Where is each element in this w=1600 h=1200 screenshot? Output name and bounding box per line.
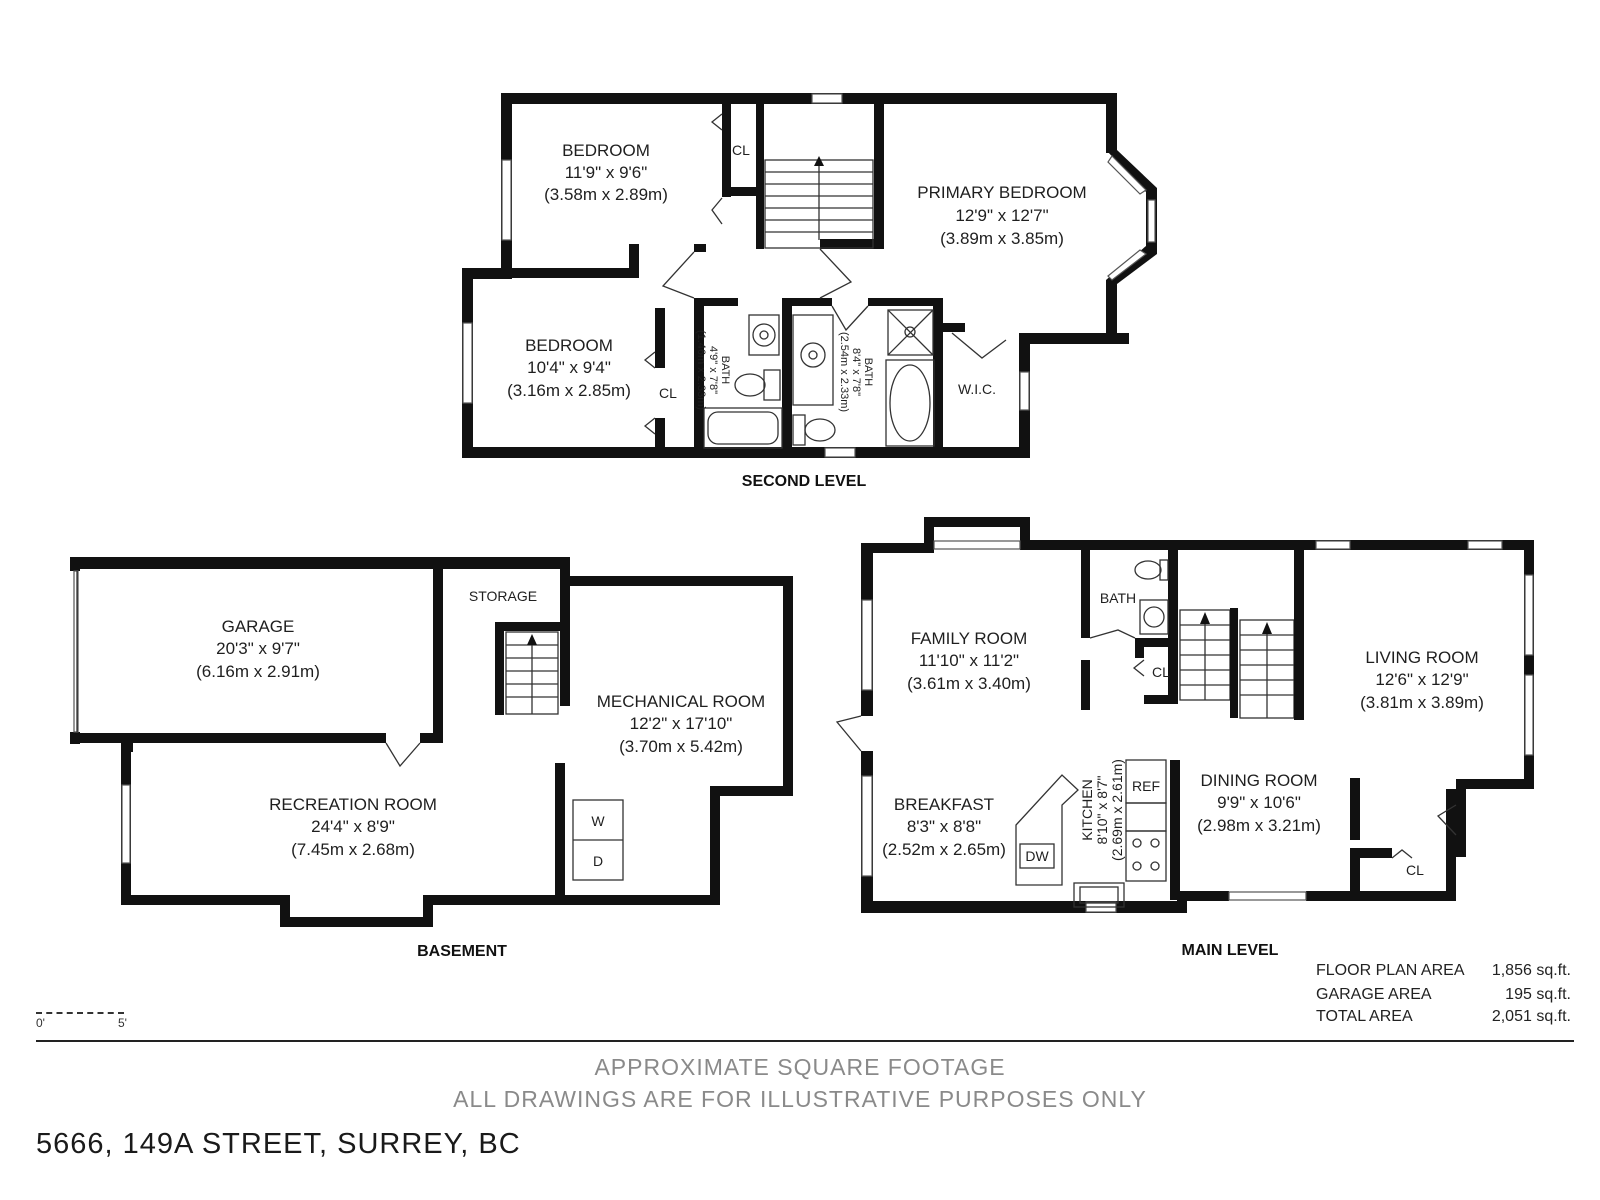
washer-label: W [591, 813, 605, 829]
recreation-room-imperial: 24'4" x 8'9" [311, 817, 395, 836]
area-label-total: TOTAL AREA [1316, 1008, 1413, 1025]
bedroom2-metric: (3.16m x 2.85m) [507, 381, 631, 400]
refrigerator-label: REF [1132, 778, 1160, 794]
living-room-imperial: 12'6" x 12'9" [1375, 670, 1468, 689]
area-value-total: 2,051 sq.ft. [1491, 1008, 1571, 1025]
footer-divider [36, 1040, 1574, 1042]
bedroom1-imperial: 11'9" x 9'6" [565, 163, 648, 182]
kitchen-fixtures [1015, 759, 1180, 908]
property-address: 5666, 149A STREET, SURREY, BC [36, 1128, 521, 1160]
dining-room-name: DINING ROOM [1200, 771, 1317, 790]
scale-bar-line [36, 1012, 124, 1014]
stairs-second-level [764, 156, 874, 249]
breakfast-metric: (2.52m x 2.65m) [882, 840, 1006, 859]
area-label-floor-plan: FLOOR PLAN AREA [1316, 962, 1465, 979]
bath2-imperial: 8'4" x 7'8" [850, 348, 862, 396]
scale-bar: 0' 5' [36, 1008, 127, 1034]
second-level-title: SECOND LEVEL [742, 473, 867, 490]
bath1-fixtures [703, 314, 783, 449]
disclaimer-line-1: APPROXIMATE SQUARE FOOTAGE [594, 1054, 1006, 1080]
bath2-name: BATH [862, 358, 874, 387]
bath1-imperial: 4'9" x 7'8" [707, 346, 719, 394]
bath-closet-label: CL [1152, 664, 1170, 680]
primary-bedroom-imperial: 12'9" x 12'7" [955, 206, 1048, 225]
main-level-title: MAIN LEVEL [1182, 942, 1279, 959]
bedroom1-closet-label: CL [732, 142, 750, 158]
kitchen-name: KITCHEN [1079, 779, 1095, 840]
living-room-metric: (3.81m x 3.89m) [1360, 693, 1484, 712]
area-value-floor-plan: 1,856 sq.ft. [1491, 962, 1571, 979]
breakfast-name: BREAKFAST [894, 795, 994, 814]
scale-start-label: 0' [36, 1016, 45, 1030]
main-level-plan [835, 517, 1534, 913]
bedroom2-name: BEDROOM [525, 336, 613, 355]
bath2-metric: (2.54m x 2.33m) [838, 332, 850, 412]
garage-metric: (6.16m x 2.91m) [196, 662, 320, 681]
living-room-name: LIVING ROOM [1365, 648, 1478, 667]
bath1-metric: (1.46m x 2.33m) [695, 330, 707, 410]
area-row-floor-plan: FLOOR PLAN AREA 1,856 sq.ft. [1316, 962, 1571, 982]
scale-end-label: 5' [118, 1016, 127, 1030]
kitchen-metric: (2.69m x 2.61m) [1109, 759, 1125, 861]
mechanical-room-name: MECHANICAL ROOM [597, 692, 765, 711]
stairs-basement [505, 631, 559, 715]
recreation-room-metric: (7.45m x 2.68m) [291, 840, 415, 859]
area-label-garage: GARAGE AREA [1316, 986, 1432, 1003]
basement-title: BASEMENT [417, 943, 507, 960]
area-row-total: TOTAL AREA 2,051 sq.ft. [1316, 1008, 1571, 1028]
primary-bedroom-metric: (3.89m x 3.85m) [940, 229, 1064, 248]
area-value-garage: 195 sq.ft. [1505, 986, 1571, 1003]
breakfast-imperial: 8'3" x 8'8" [907, 817, 981, 836]
area-row-garage: GARAGE AREA 195 sq.ft. [1316, 986, 1571, 1006]
mechanical-room-metric: (3.70m x 5.42m) [619, 737, 743, 756]
main-bath-fixtures [1134, 559, 1169, 635]
bedroom2-closet-label: CL [659, 385, 677, 401]
storage-label: STORAGE [469, 588, 537, 604]
dining-room-metric: (2.98m x 3.21m) [1197, 816, 1321, 835]
dryer-label: D [593, 853, 603, 869]
recreation-room-name: RECREATION ROOM [269, 795, 437, 814]
entry-closet-label: CL [1406, 862, 1424, 878]
garage-imperial: 20'3" x 9'7" [216, 639, 300, 658]
disclaimer-line-2: ALL DRAWINGS ARE FOR ILLUSTRATIVE PURPOS… [453, 1086, 1147, 1112]
primary-bedroom-name: PRIMARY BEDROOM [917, 183, 1086, 202]
family-room-imperial: 11'10" x 11'2" [919, 651, 1019, 670]
bedroom1-name: BEDROOM [562, 141, 650, 160]
bedroom1-metric: (3.58m x 2.89m) [544, 185, 668, 204]
family-room-name: FAMILY ROOM [911, 629, 1028, 648]
bedroom2-imperial: 10'4" x 9'4" [527, 358, 611, 377]
stairs-main-level [1179, 550, 1304, 720]
walk-in-closet-label: W.I.C. [958, 381, 996, 397]
second-level-plan [462, 93, 1157, 458]
bath2-fixtures [792, 309, 935, 447]
basement-plan [70, 557, 793, 927]
kitchen-imperial: 8'10" x 8'7" [1094, 775, 1110, 844]
garage-name: GARAGE [222, 617, 295, 636]
main-bath-label: BATH [1100, 590, 1136, 606]
bath1-name: BATH [719, 356, 731, 385]
dishwasher-label: DW [1025, 848, 1049, 864]
family-room-metric: (3.61m x 3.40m) [907, 674, 1031, 693]
mechanical-room-imperial: 12'2" x 17'10" [630, 714, 733, 733]
dining-room-imperial: 9'9" x 10'6" [1217, 793, 1301, 812]
